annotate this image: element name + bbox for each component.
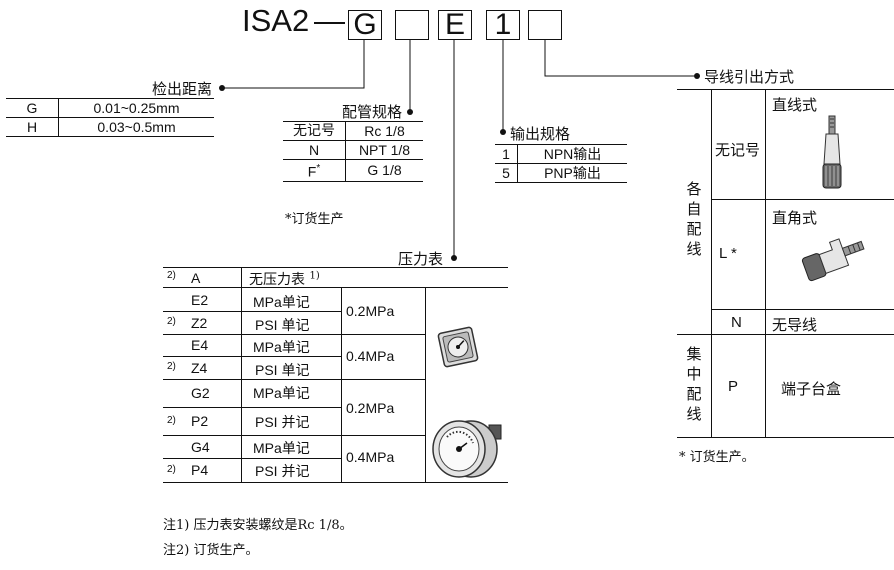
wiring-title: 导线引出方式 (704, 68, 795, 86)
gauge-range: 0.4MPa (346, 348, 395, 364)
wiring-code: P (728, 378, 739, 395)
gauge-code: A (191, 270, 201, 286)
footnote-marker: 2) (167, 270, 176, 281)
output-value: NPN输出 (517, 144, 627, 164)
table-row: 1 NPN输出 (495, 144, 627, 164)
port-spec-table: 无记号 Rc 1/8 N NPT 1/8 F* G 1/8 (283, 121, 423, 182)
code-box-detection: G (348, 10, 382, 40)
wiring-code: N (731, 314, 742, 331)
model-prefix: ISA2 (242, 3, 310, 38)
gauge-code: E2 (191, 292, 209, 308)
gauge-code: P4 (191, 462, 209, 478)
table-row: G 0.01~0.25mm (6, 98, 214, 118)
port-code: 无记号 (283, 121, 346, 141)
detection-code: H (6, 117, 59, 137)
code-box-wiring (528, 10, 562, 40)
footnote-marker: 2) (167, 464, 176, 475)
gauge-note-1: 注1) 压力表安装螺纹是Rc 1/8。 (163, 518, 353, 533)
gauge-desc: 无压力表 1) (249, 270, 320, 288)
output-code: 5 (495, 163, 518, 183)
table-row: 5 PNP输出 (495, 163, 627, 183)
gauge-code: E4 (191, 337, 209, 353)
gauge-unit: PSI 单记 (255, 317, 310, 333)
gauge-code: P2 (191, 413, 209, 429)
table-row: N NPT 1/8 (283, 140, 423, 160)
gauge-unit: PSI 单记 (255, 362, 310, 378)
code-box-gauge: E (438, 10, 472, 40)
gauge-note-2: 注2) 订货生产。 (163, 543, 259, 558)
model-dash: — (314, 3, 345, 38)
gauge-table: 2) A 无压力表 1) E2 MPa单记 2) Z2 PSI 单记 0.2MP… (163, 267, 508, 507)
detection-range-title: 检出距离 (152, 80, 213, 98)
port-value: Rc 1/8 (345, 121, 423, 141)
gauge-range: 0.2MPa (346, 303, 395, 319)
footnote-marker: 2) (167, 316, 176, 327)
port-code: N (283, 140, 346, 160)
gauge-unit: PSI 并记 (255, 414, 310, 430)
gauge-code: G2 (191, 385, 210, 401)
port-spec-note: *订货生产 (285, 212, 344, 227)
wiring-desc: 无导线 (772, 316, 818, 334)
output-spec-table: 1 NPN输出 5 PNP输出 (495, 144, 627, 183)
gauge-code: Z4 (191, 360, 208, 376)
gauge-code: G4 (191, 439, 210, 455)
wiring-group-central: 集中配线 (686, 345, 702, 423)
gauge-unit: MPa单记 (253, 440, 310, 456)
table-row: H 0.03~0.5mm (6, 117, 214, 137)
port-value: NPT 1/8 (345, 140, 423, 160)
wiring-note: * 订货生产。 (679, 450, 755, 465)
footnote-marker: 2) (167, 361, 176, 372)
wiring-desc: 直线式 (772, 96, 818, 114)
gauge-title: 压力表 (398, 250, 444, 268)
table-row: 无记号 Rc 1/8 (283, 121, 423, 141)
gauge-range: 0.2MPa (346, 400, 395, 416)
wiring-desc: 直角式 (772, 209, 818, 227)
wiring-desc: 端子台盒 (781, 380, 842, 398)
output-spec-title: 输出规格 (510, 125, 571, 143)
right-angle-connector-icon (801, 238, 865, 282)
code-box-output: 1 (486, 10, 520, 40)
wiring-code: 无记号 (715, 141, 761, 159)
port-value: G 1/8 (345, 159, 423, 182)
wiring-code: L * (719, 245, 737, 262)
table-row: F* G 1/8 (283, 159, 423, 182)
wiring-group-individual: 各自配线 (686, 180, 702, 258)
output-value: PNP输出 (517, 163, 627, 183)
detection-range-table: G 0.01~0.25mm H 0.03~0.5mm (6, 98, 214, 137)
detection-code: G (6, 98, 59, 118)
gauge-range: 0.4MPa (346, 449, 395, 465)
footnote-marker: 2) (167, 415, 176, 426)
gauge-unit: PSI 并记 (255, 463, 310, 479)
straight-connector-icon (822, 115, 842, 189)
round-gauge-icon (432, 420, 502, 478)
output-code: 1 (495, 144, 518, 164)
port-code: F* (283, 159, 346, 182)
port-spec-title: 配管规格 (342, 103, 403, 121)
gauge-code: Z2 (191, 315, 208, 331)
square-gauge-icon (437, 326, 479, 368)
code-box-port (395, 10, 429, 40)
wiring-table: 各自配线 集中配线 无记号 直线式 L * 直角式 N 无导线 P 端子台盒 (677, 89, 894, 439)
gauge-unit: MPa单记 (253, 339, 310, 355)
detection-value: 0.01~0.25mm (58, 98, 214, 118)
detection-value: 0.03~0.5mm (58, 117, 214, 137)
gauge-unit: MPa单记 (253, 294, 310, 310)
gauge-unit: MPa单记 (253, 385, 310, 401)
